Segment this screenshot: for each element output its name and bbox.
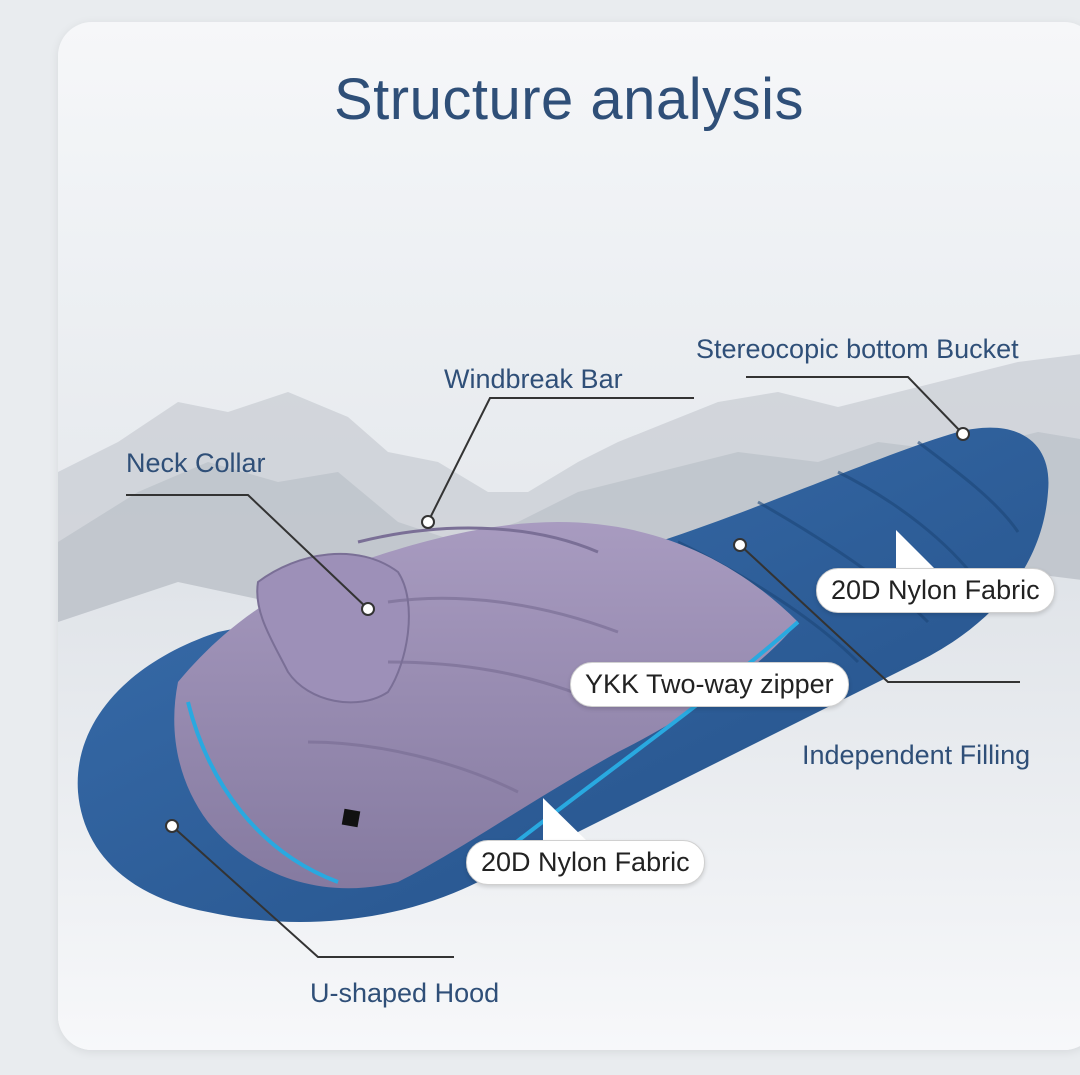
bubble-ykk-zipper: YKK Two-way zipper [570, 662, 849, 707]
sleeping-bag [77, 427, 1049, 922]
label-independent-filling: Independent Filling [802, 740, 1031, 770]
label-u-shaped-hood: U-shaped Hood [310, 978, 500, 1008]
bubble-nylon-fabric-top: 20D Nylon Fabric [816, 568, 1055, 613]
label-neck-collar: Neck Collar [126, 448, 266, 478]
bubble-nylon-fabric-bottom: 20D Nylon Fabric [466, 840, 705, 885]
sleeping-bag-illustration [58, 354, 1080, 1050]
product-card: Structure analysis Stereocopic bottom Bu… [58, 22, 1080, 1050]
callout-dots [165, 427, 970, 833]
bubble-pointer-bottom [543, 798, 588, 848]
bubble-pointer-top [896, 530, 938, 578]
label-windbreak-bar: Windbreak Bar [444, 364, 623, 394]
label-stereoscopic-bucket: Stereocopic bottom Bucket [696, 334, 1019, 364]
page-title: Structure analysis [334, 67, 804, 132]
callout-lines [126, 376, 1020, 958]
